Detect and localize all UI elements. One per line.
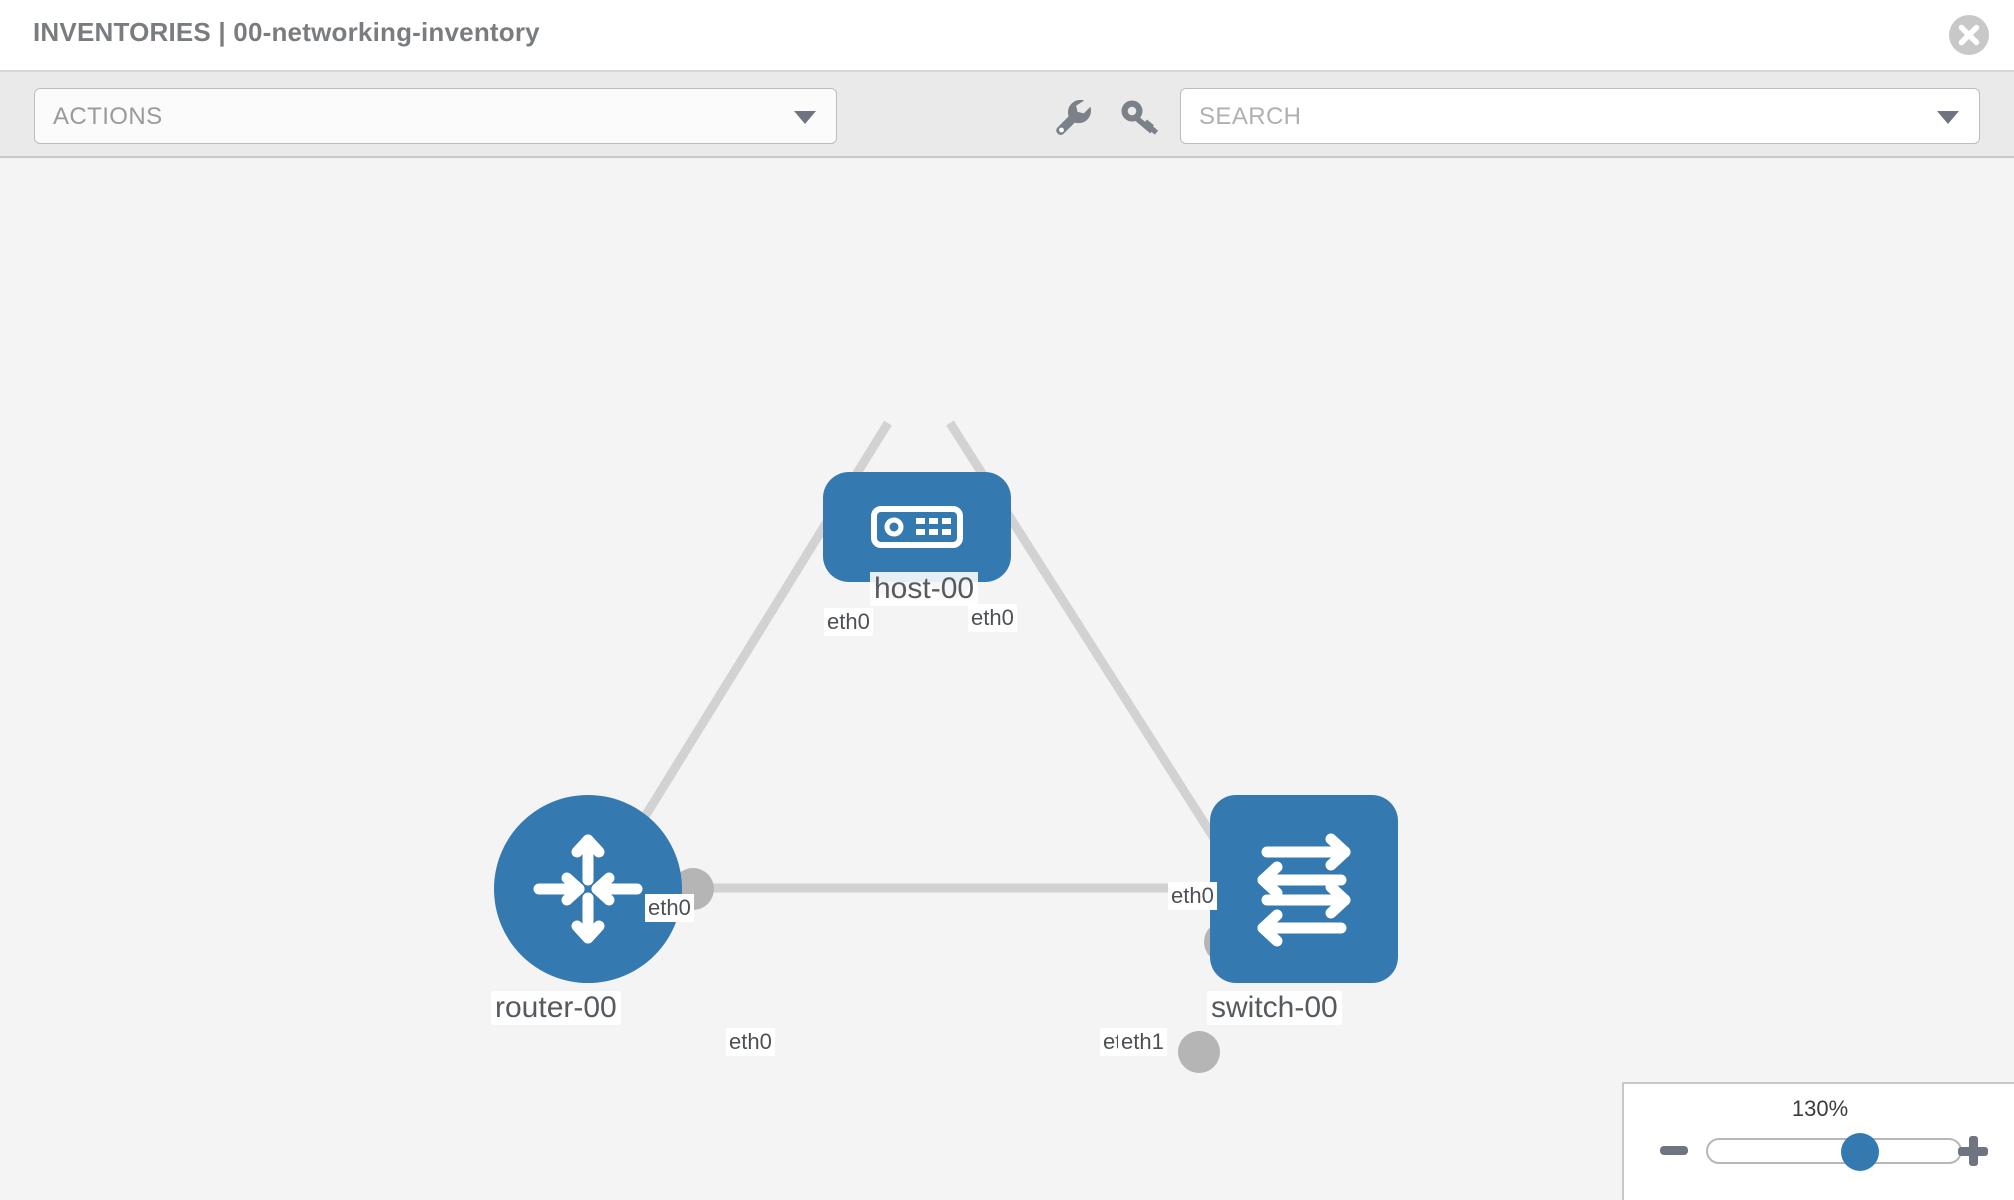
actions-dropdown-label: ACTIONS <box>53 103 163 130</box>
node-label-host-00: host-00 <box>870 572 979 606</box>
edge-label-switch-left: eth1 <box>1118 1028 1167 1056</box>
edge-label-router-right: eth0 <box>726 1028 775 1056</box>
zoom-percent-label: 130% <box>1791 1096 1849 1121</box>
plus-icon[interactable] <box>1958 1136 1988 1166</box>
zoom-slider-row <box>1624 1133 2014 1182</box>
actions-dropdown[interactable]: ACTIONS <box>34 88 837 144</box>
chevron-down-icon <box>1937 111 1959 124</box>
edge-label-host-left: eth0 <box>824 608 873 636</box>
topology-canvas[interactable]: host-00 router-00 <box>0 158 2014 1200</box>
search-input[interactable]: SEARCH <box>1180 88 1980 144</box>
page-title: INVENTORIES | 00-networking-inventory <box>33 17 540 47</box>
edge-label-switch-up: eth0 <box>1168 882 1217 910</box>
minus-icon[interactable] <box>1660 1146 1688 1155</box>
zoom-control-panel: 130% <box>1622 1082 2014 1200</box>
title-bar: INVENTORIES | 00-networking-inventory <box>0 0 2014 72</box>
router-arrows-icon <box>533 834 643 944</box>
edge-label-router-up: eth0 <box>645 894 694 922</box>
chevron-down-icon <box>794 111 816 124</box>
switch-node-shape[interactable] <box>1210 795 1398 983</box>
toolbar-icon-group <box>1040 88 1180 144</box>
connector-nub-switch-left[interactable] <box>1178 1031 1220 1073</box>
edge-label-host-right: eth0 <box>968 604 1017 632</box>
node-label-router-00: router-00 <box>491 991 621 1025</box>
topology-edges <box>603 420 1242 893</box>
key-icon[interactable] <box>1116 94 1162 140</box>
close-icon[interactable] <box>1948 14 1990 56</box>
search-placeholder: SEARCH <box>1199 103 1302 130</box>
host-node-shape[interactable] <box>823 472 1011 582</box>
toolbar: ACTIONS SEARCH <box>0 72 2014 158</box>
wrench-icon[interactable] <box>1050 94 1096 140</box>
node-label-switch-00: switch-00 <box>1207 991 1342 1025</box>
switch-arrows-icon <box>1257 833 1351 947</box>
server-icon <box>871 506 963 548</box>
zoom-slider-thumb[interactable] <box>1840 1133 1879 1171</box>
router-node-shape[interactable] <box>494 795 682 983</box>
zoom-slider-track[interactable] <box>1706 1133 1962 1171</box>
